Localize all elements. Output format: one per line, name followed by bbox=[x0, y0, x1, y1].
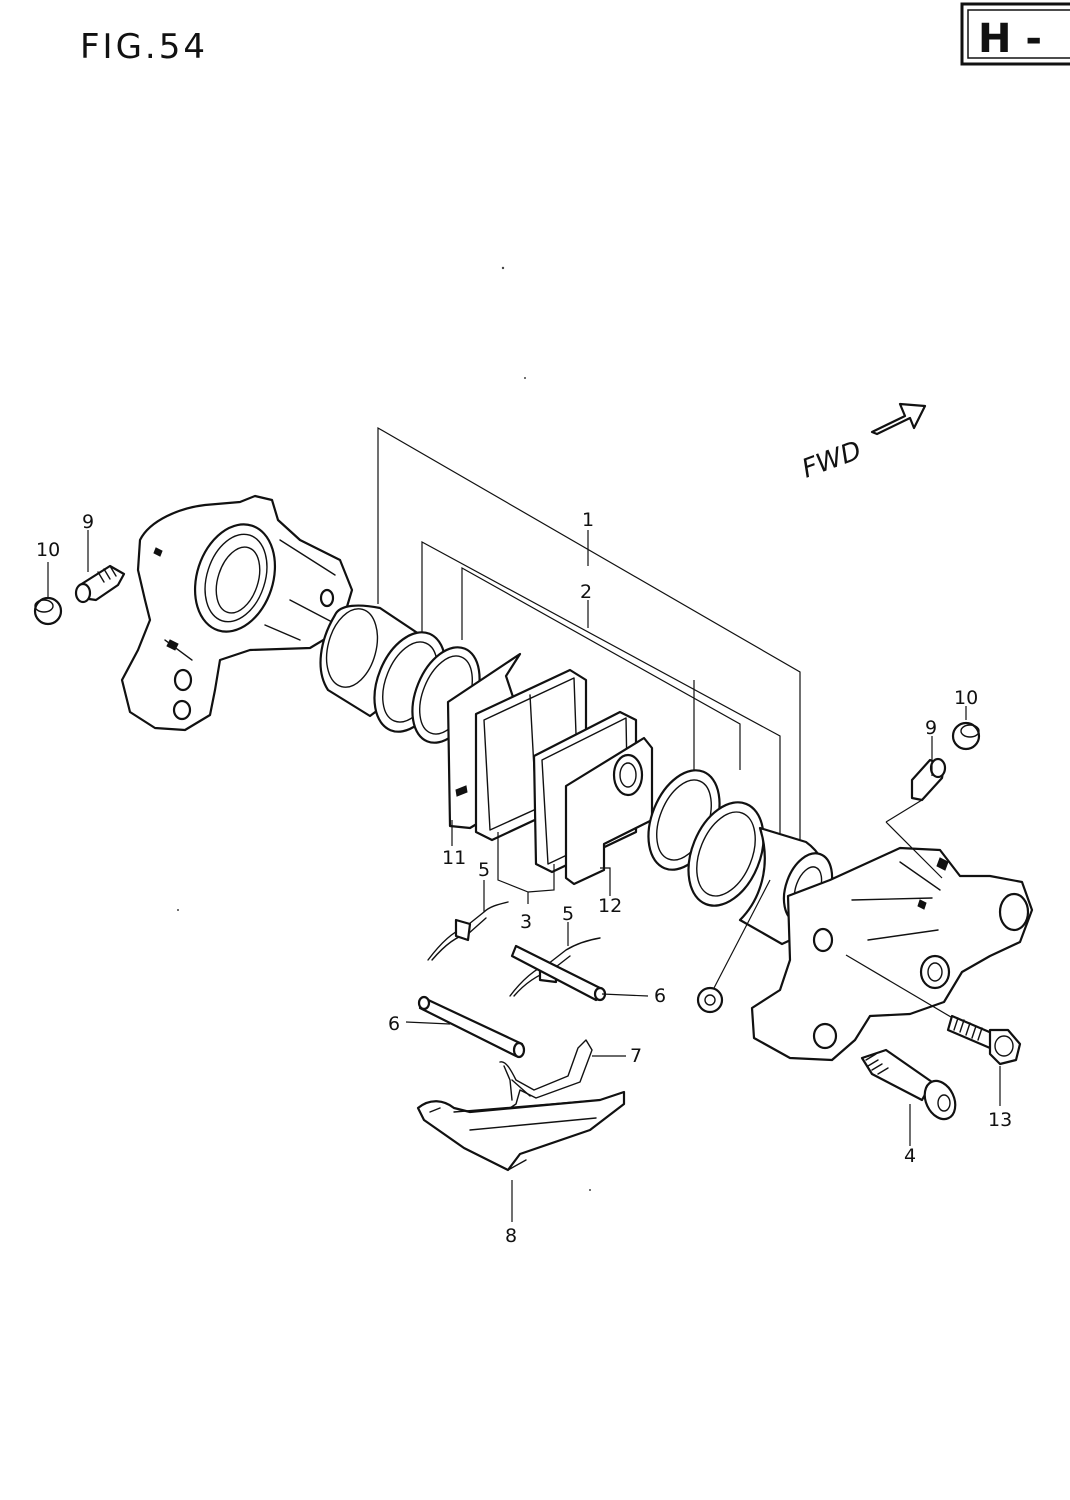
bleeder-valve-left bbox=[74, 564, 126, 604]
callout-label-5-right: 5 bbox=[562, 903, 574, 925]
callout-label-7: 7 bbox=[630, 1045, 642, 1067]
left-caliper-body bbox=[120, 494, 354, 732]
washer bbox=[696, 879, 771, 1014]
callout-label-1: 1 bbox=[582, 509, 594, 531]
callout-label-9-right: 9 bbox=[925, 717, 937, 739]
right-caliper-body bbox=[750, 846, 1034, 1062]
figure-title: FIG.54 bbox=[80, 27, 208, 67]
callout-label-8: 8 bbox=[505, 1225, 517, 1247]
callout-label-13: 13 bbox=[988, 1109, 1012, 1131]
callout-label-10-right: 10 bbox=[954, 687, 978, 709]
fwd-label: FWD bbox=[798, 436, 865, 485]
callout-labels: 1 2 3 4 5 5 6 6 7 8 9 9 10 10 11 12 13 bbox=[36, 509, 1012, 1247]
caliper-bolt bbox=[845, 954, 1022, 1066]
bleeder-valve-right bbox=[885, 757, 947, 879]
pad-retainer-spring bbox=[499, 1039, 593, 1109]
callout-label-3: 3 bbox=[520, 911, 532, 933]
callout-label-4: 4 bbox=[904, 1145, 916, 1167]
bleeder-cap-left bbox=[33, 596, 63, 626]
caliper-cover-plate bbox=[416, 1090, 626, 1172]
callout-label-5-left: 5 bbox=[478, 859, 490, 881]
section-badge-label: H - bbox=[978, 16, 1042, 62]
pad-pin-lower bbox=[417, 995, 526, 1059]
assembly-bracket-2 bbox=[421, 540, 781, 846]
pad-spring-left bbox=[427, 901, 509, 961]
callout-label-6-right: 6 bbox=[654, 985, 666, 1007]
pad-pin-upper bbox=[510, 944, 607, 1002]
callout-label-6-left: 6 bbox=[388, 1013, 400, 1035]
callout-leaders bbox=[47, 530, 1001, 1222]
piston-seal-right-2 bbox=[687, 801, 765, 907]
section-badge: H - bbox=[960, 2, 1070, 66]
callout-label-10-left: 10 bbox=[36, 539, 60, 561]
assembly-bracket-1 bbox=[377, 426, 801, 848]
mounting-bolt bbox=[860, 1048, 957, 1121]
callout-label-9-left: 9 bbox=[82, 511, 94, 533]
scan-specks bbox=[177, 266, 591, 1191]
callout-label-2: 2 bbox=[580, 581, 592, 603]
forward-arrow-icon bbox=[870, 402, 927, 436]
pad-shim-outer bbox=[564, 736, 654, 886]
callout-label-11: 11 bbox=[442, 847, 466, 869]
bleeder-cap-right bbox=[951, 721, 981, 751]
forward-direction-indicator: FWD bbox=[798, 402, 927, 485]
callout-label-12: 12 bbox=[598, 895, 622, 917]
